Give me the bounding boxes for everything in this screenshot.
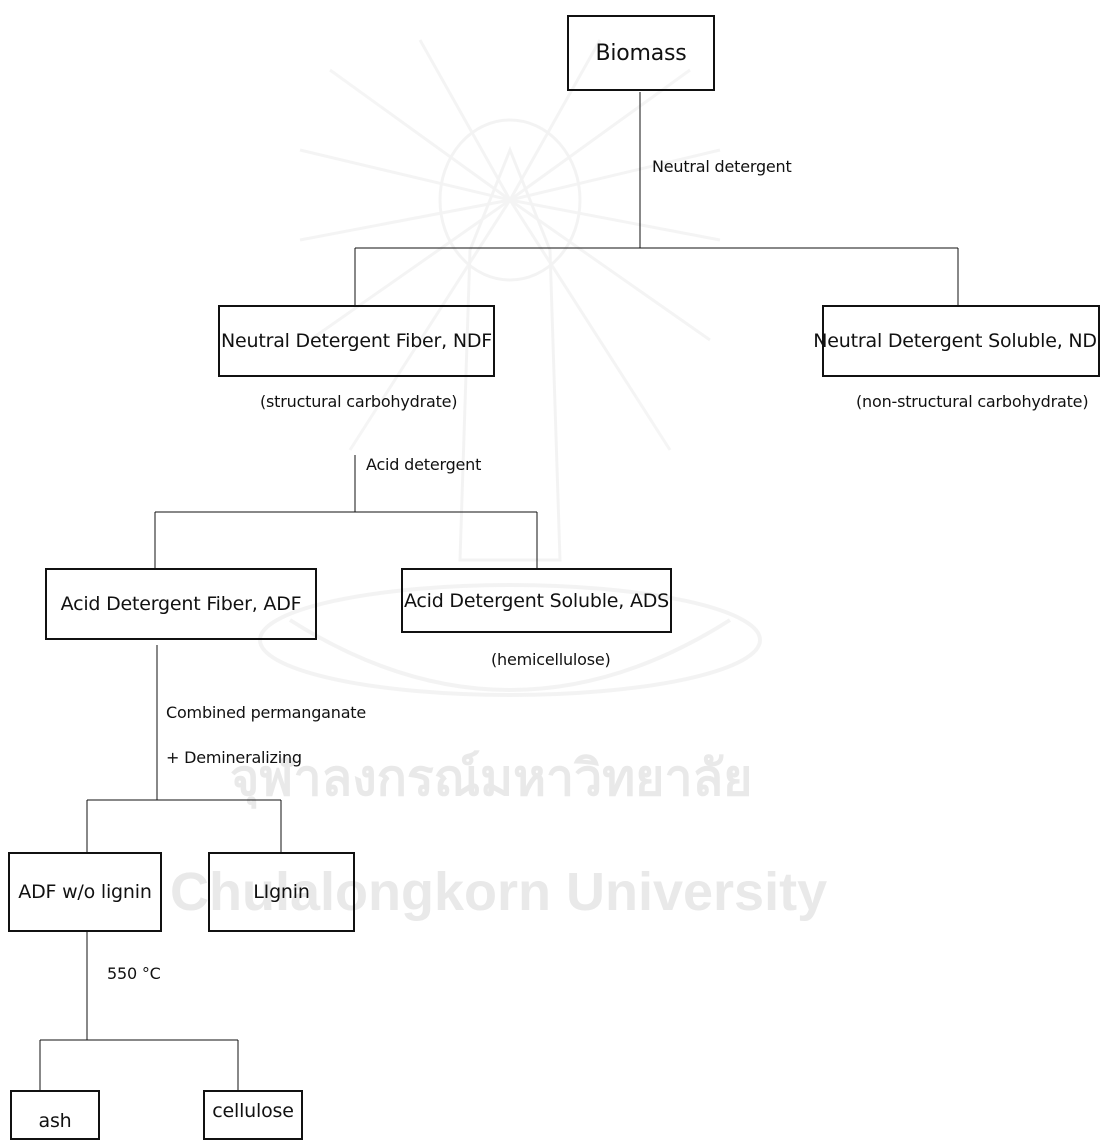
- lignin-box: LIgnin: [208, 852, 355, 932]
- nds-box: Neutral Detergent Soluble, NDS: [813, 305, 1100, 377]
- nds-note: (non-structural carbohydrate): [856, 392, 1089, 411]
- biomass-box: Biomass: [567, 15, 715, 91]
- ads-note: (hemicellulose): [491, 650, 611, 669]
- adf-box: Acid Detergent Fiber, ADF: [45, 568, 317, 640]
- neutral-detergent-label: Neutral detergent: [652, 157, 792, 176]
- demineralizing-label: + Demineralizing: [166, 748, 302, 767]
- ndf-box: Neutral Detergent Fiber, NDF: [218, 305, 495, 377]
- ashing-temperature-label: 550 °C: [107, 964, 161, 983]
- permanganate-label: Combined permanganate: [166, 703, 367, 722]
- ash-box: ash: [10, 1090, 100, 1140]
- ndf-note: (structural carbohydrate): [260, 392, 458, 411]
- acid-detergent-label: Acid detergent: [366, 455, 482, 474]
- cellulose-box: cellulose: [203, 1090, 303, 1140]
- ads-box: Acid Detergent Soluble, ADS: [401, 568, 672, 633]
- watermark-english-text: Chulalongkorn University: [170, 862, 827, 922]
- watermark-emblem-icon: [258, 39, 762, 697]
- watermark-thai-text: จุฬาลงกรณ์มหาวิทยาลัย: [230, 750, 752, 809]
- adf-without-lignin-box: ADF w/o lignin: [8, 852, 162, 932]
